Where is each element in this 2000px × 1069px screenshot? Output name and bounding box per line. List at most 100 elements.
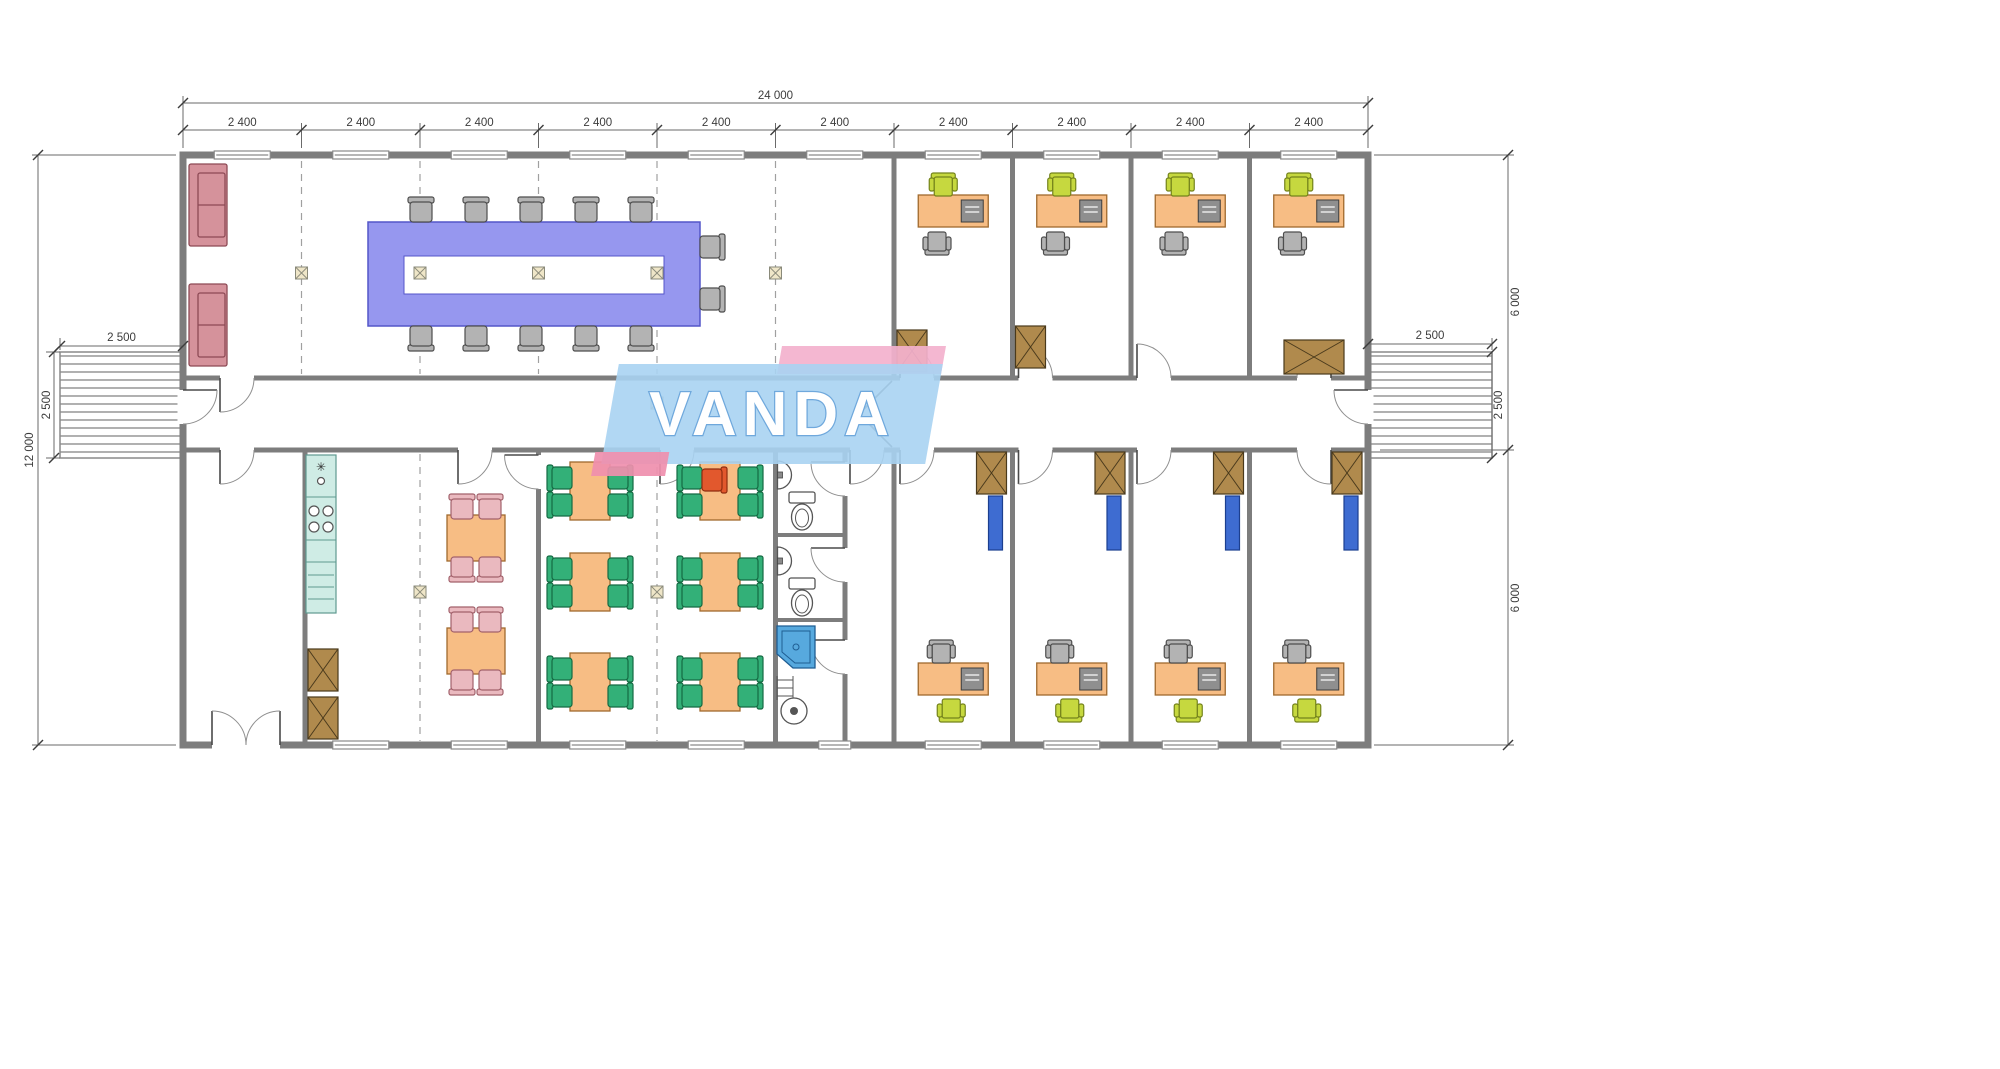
canteen-chair	[607, 582, 634, 610]
porches	[59, 351, 1493, 459]
door-office-t3	[1136, 343, 1172, 379]
dim-segment: 2 400	[228, 117, 257, 129]
shower-tray	[776, 625, 816, 669]
stove	[308, 505, 334, 533]
dim-segment: 2 400	[820, 117, 849, 129]
offices-bottom	[917, 451, 1363, 723]
conference-chair	[572, 325, 600, 352]
window	[213, 150, 271, 160]
conference-chair	[407, 196, 435, 223]
cabinet	[307, 648, 339, 692]
dining-chair	[448, 669, 476, 696]
conference-chair	[462, 325, 490, 352]
dim-left-porch-width: 2 500	[107, 332, 136, 344]
door-office-b2	[1017, 449, 1053, 485]
dim-segment: 2 400	[1294, 117, 1323, 129]
column-marker	[295, 266, 308, 280]
conference-chair	[517, 325, 545, 352]
window	[332, 150, 390, 160]
conference-chair	[627, 196, 655, 223]
canteen-chair	[737, 464, 764, 492]
column-marker	[413, 266, 427, 280]
window	[332, 740, 390, 750]
column-marker	[532, 266, 545, 280]
dim-segment: 2 400	[939, 117, 968, 129]
office-bottom-1	[917, 451, 1008, 723]
blue-cabinet	[1343, 495, 1359, 551]
window	[806, 150, 864, 160]
canteen-chair	[737, 682, 764, 710]
cabinet	[1331, 451, 1363, 495]
door-left-porch	[182, 389, 218, 425]
dining-chair	[448, 493, 476, 520]
cabinet	[307, 696, 339, 740]
canteen-table	[699, 552, 741, 612]
canteen-chair	[737, 582, 764, 610]
red-chair	[701, 466, 728, 494]
conference-chair	[627, 325, 655, 352]
dim-segment: 2 400	[1057, 117, 1086, 129]
dim-segment: 2 400	[702, 117, 731, 129]
dim-right-bottom: 6 000	[1510, 584, 1522, 613]
conference-chair	[462, 196, 490, 223]
kitchen-dining: ✳	[305, 454, 506, 740]
water-heater	[780, 697, 808, 725]
sofa	[188, 283, 228, 367]
kitchen-counter: ✳	[305, 454, 337, 614]
window	[1043, 740, 1101, 750]
dim-right-porch-depth: 2 500	[1493, 391, 1505, 420]
window	[924, 740, 982, 750]
canteen-chair	[676, 464, 703, 492]
canteen-chair	[737, 491, 764, 519]
window	[569, 150, 627, 160]
window	[924, 150, 982, 160]
dining-chair	[476, 606, 504, 633]
dining-set-2	[446, 606, 506, 696]
dim-right-top: 6 000	[1510, 288, 1522, 317]
cabinet	[975, 451, 1008, 495]
dining-chair	[476, 493, 504, 520]
canteen-chair	[546, 682, 573, 710]
towel-rail	[776, 676, 794, 700]
conference-chair	[517, 196, 545, 223]
windows	[213, 150, 1338, 750]
wc-toilet	[788, 491, 816, 531]
canteen-chair	[737, 555, 764, 583]
office-bottom-2	[1036, 451, 1126, 723]
canteen-chair	[607, 555, 634, 583]
dining-set-1	[446, 493, 506, 583]
cabinet	[1094, 451, 1126, 495]
window	[1161, 740, 1219, 750]
office-desk	[917, 194, 989, 228]
dining-chair	[448, 606, 476, 633]
conference-chair	[572, 196, 600, 223]
office-desk	[917, 662, 989, 696]
dim-segment: 2 400	[465, 117, 494, 129]
dining-chair	[448, 556, 476, 583]
blue-cabinet	[1106, 495, 1122, 551]
blue-cabinet	[1224, 495, 1241, 551]
canteen-table	[699, 652, 741, 712]
column-marker	[413, 585, 427, 599]
dining-chair	[476, 669, 504, 696]
window	[450, 150, 508, 160]
door-dining-canteen	[504, 454, 539, 490]
left-porch-steps	[59, 351, 184, 459]
office-desk	[1154, 662, 1226, 696]
window	[450, 740, 508, 750]
canteen-chair	[676, 555, 703, 583]
dimensions: 24 000 2 400 2 400 2 400 2 400 2 400 2 4…	[24, 90, 1522, 751]
window	[569, 740, 627, 750]
column-marker	[769, 266, 782, 280]
window	[1161, 150, 1219, 160]
dim-segment: 2 400	[346, 117, 375, 129]
right-porch-steps	[1367, 351, 1493, 459]
dining-table	[446, 514, 506, 562]
window	[687, 740, 745, 750]
window	[1280, 150, 1338, 160]
walls	[179, 151, 1372, 749]
door-office-b4	[1296, 449, 1332, 485]
conference-chair	[407, 325, 435, 352]
cabinet-wide	[1283, 339, 1345, 375]
